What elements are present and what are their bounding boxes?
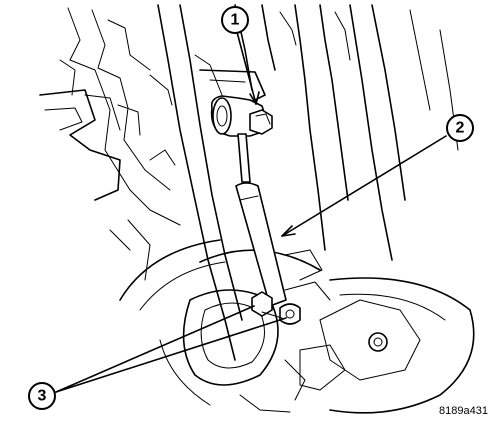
leader-line-1 (236, 31, 257, 105)
leader-line-3b (55, 317, 287, 393)
stabilizer-link (210, 95, 301, 325)
leader-arrow-2 (281, 225, 296, 237)
callout-1: 1 (221, 6, 249, 34)
leader-arrow-1 (249, 91, 260, 105)
figure-id: 8189a431 (439, 405, 488, 417)
leader-line-3a (55, 305, 255, 393)
callout-2: 2 (446, 114, 474, 142)
leader-lines (55, 31, 447, 393)
callout-1-label: 1 (231, 12, 240, 29)
callout-3: 3 (28, 382, 56, 410)
leader-line-2 (281, 135, 447, 237)
callout-2-label: 2 (456, 120, 465, 137)
callout-3-label: 3 (38, 388, 47, 405)
vehicle-frame-structure (39, 4, 475, 414)
